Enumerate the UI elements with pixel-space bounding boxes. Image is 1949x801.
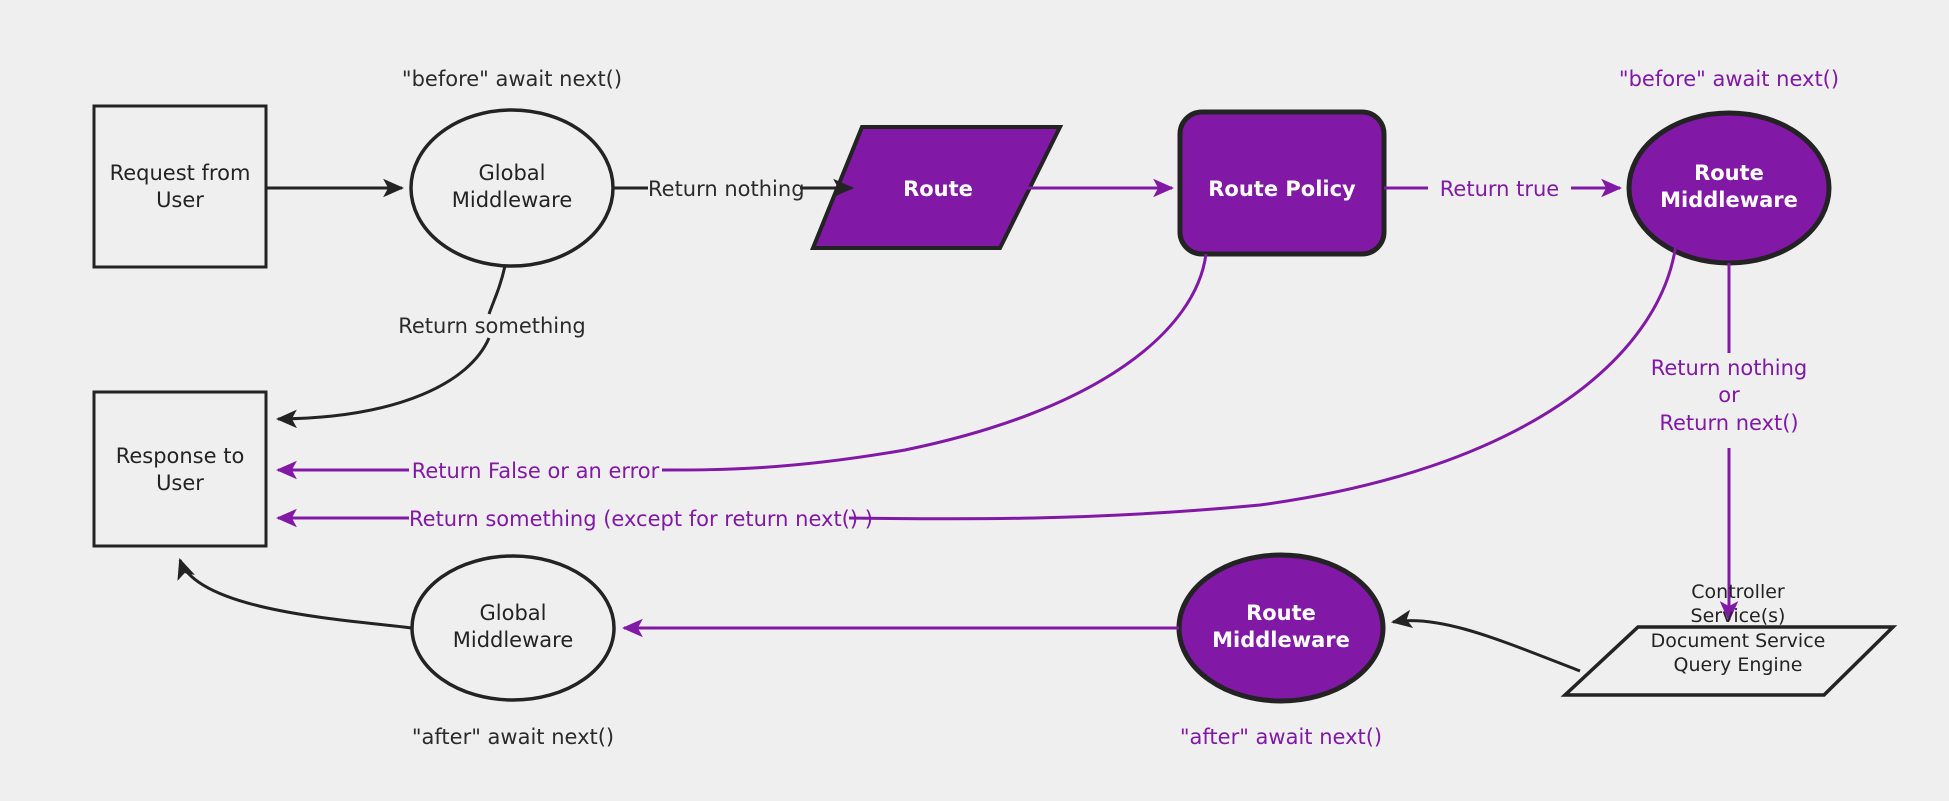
edge-route-middleware-return-something-curve: [848, 243, 1678, 521]
edge-label-return-nothing-or-next: Return nothing or Return next(): [1650, 356, 1808, 435]
edge-controller-to-route-middleware-bottom: [1390, 609, 1581, 673]
route-policy-box: [1177, 109, 1387, 257]
request-from-user-box: [92, 104, 268, 269]
edge-label-after-await-next-route: "after" await next(): [1179, 725, 1383, 749]
route-parallelogram: [810, 125, 1064, 250]
edge-label-return-something: Return something: [398, 314, 586, 338]
edge-global-middleware-return-something-lower: [275, 337, 491, 429]
edge-label-return-false-or-error: Return False or an error: [411, 459, 660, 483]
route-middleware-bottom-ellipse: [1176, 552, 1386, 704]
edge-label-return-true: Return true: [1439, 177, 1560, 201]
response-to-user-box: [92, 390, 268, 548]
edge-global-middleware-bottom-to-response: [177, 558, 413, 630]
edge-global-middleware-return-something-upper: [487, 265, 507, 315]
edge-label-before-await-next-global: "before" await next(): [401, 67, 623, 91]
edge-label-after-await-next-global: "after" await next(): [411, 725, 615, 749]
global-middleware-bottom-ellipse: [410, 554, 616, 702]
route-middleware-top-ellipse: [1626, 110, 1832, 266]
edge-route-policy-return-false-curve: [661, 253, 1208, 472]
edge-label-before-await-next-route: "before" await next(): [1618, 67, 1840, 91]
global-middleware-top-ellipse: [409, 108, 615, 268]
edge-label-return-something-except: Return something (except for return next…: [409, 507, 873, 531]
edge-label-return-nothing: Return nothing: [648, 177, 805, 201]
controller-stack-parallelogram: [1560, 625, 1898, 697]
